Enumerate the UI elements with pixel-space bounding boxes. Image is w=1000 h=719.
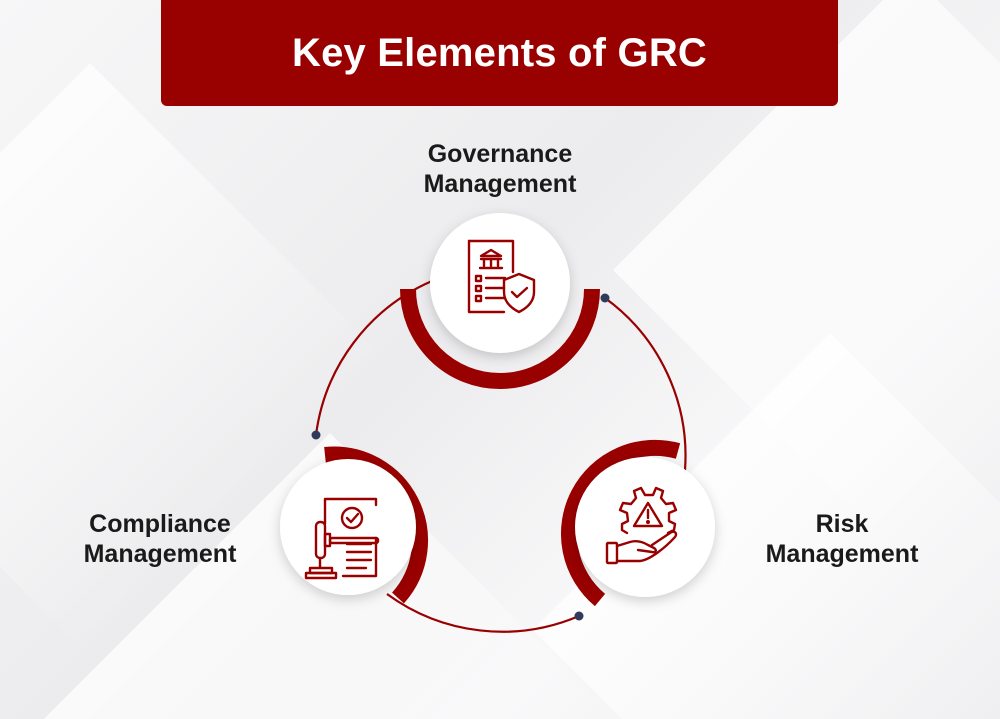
label-governance: Governance Management xyxy=(380,139,620,199)
page-title: Key Elements of GRC xyxy=(291,30,707,75)
label-governance-line2: Management xyxy=(423,170,577,198)
governance-ring-arc xyxy=(400,288,600,389)
connector-governance-risk xyxy=(604,297,687,471)
connector-dots xyxy=(311,293,610,621)
risk-ring-arc xyxy=(560,439,681,607)
connector-compliance-risk xyxy=(386,593,580,633)
title-banner: Key Elements of GRC xyxy=(161,0,838,106)
node-compliance xyxy=(280,446,429,604)
label-risk: Risk Management xyxy=(722,509,962,569)
label-governance-line1: Governance xyxy=(427,140,573,168)
label-risk-line2: Management xyxy=(765,540,919,568)
label-compliance-line1: Compliance xyxy=(89,510,231,538)
hand-gear-warning-icon xyxy=(605,486,678,565)
gavel-document-check-icon xyxy=(304,497,380,580)
node-risk xyxy=(560,439,715,607)
label-compliance: Compliance Management xyxy=(40,509,280,569)
label-compliance-line2: Management xyxy=(83,540,237,568)
label-risk-line1: Risk xyxy=(815,510,869,538)
governance-document-shield-icon xyxy=(467,239,536,314)
node-governance xyxy=(400,213,600,389)
